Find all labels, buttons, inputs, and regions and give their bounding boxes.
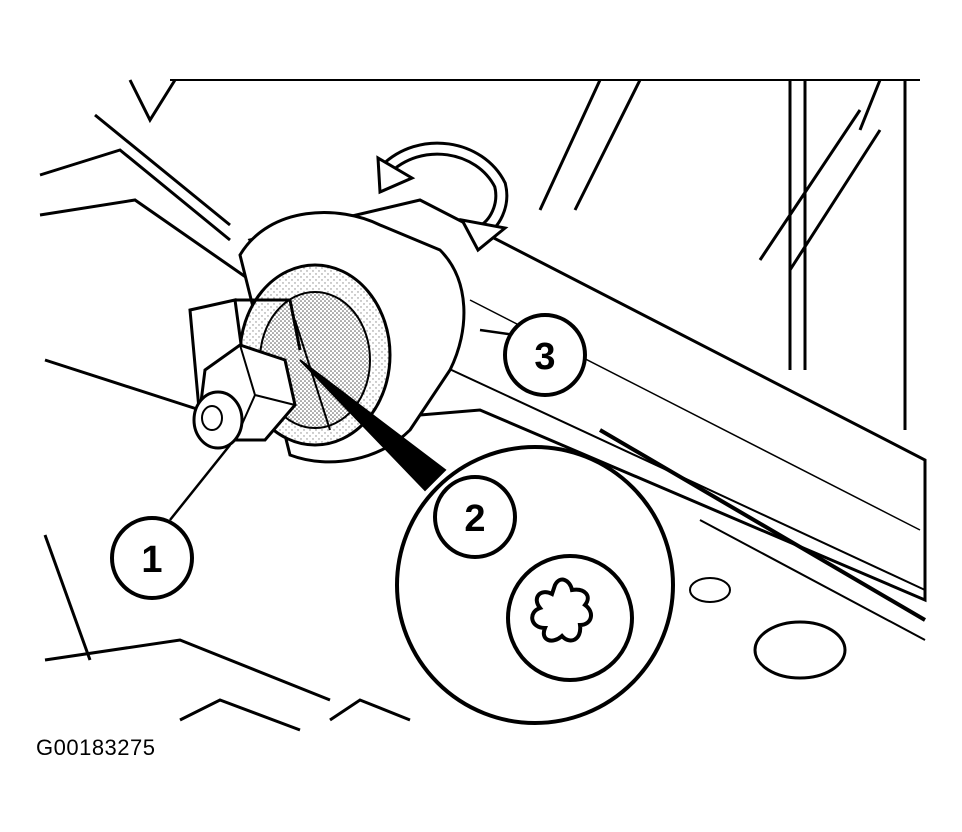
callout-3: 3 xyxy=(503,313,587,397)
bolt-nut-assembly xyxy=(188,298,331,450)
torx-socket-icon xyxy=(530,577,593,643)
callout-3-label: 3 xyxy=(534,336,555,378)
callout-1: 1 xyxy=(110,516,194,600)
wrench-ring-head xyxy=(238,211,466,464)
rotation-arrow-icon xyxy=(376,141,509,253)
background-structure xyxy=(39,79,920,732)
callout-1-label: 1 xyxy=(141,539,162,581)
detail-magnifier xyxy=(395,445,675,725)
callout-2-label: 2 xyxy=(464,498,485,540)
callout-2: 2 xyxy=(433,475,517,559)
figure-code: G00183275 xyxy=(36,735,156,760)
